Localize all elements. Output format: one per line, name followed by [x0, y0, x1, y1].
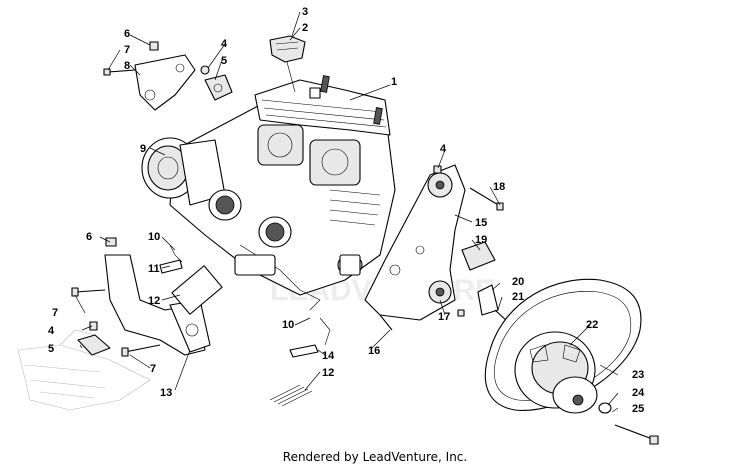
callout-14: 14: [322, 350, 335, 362]
callout-20: 20: [512, 276, 524, 288]
callout-5: 5: [221, 55, 227, 67]
callout-1: 1: [391, 76, 397, 88]
callout-7-dup-bottom: 7: [150, 363, 156, 375]
callout-2: 2: [302, 22, 308, 34]
lower-linkage: [289, 317, 331, 358]
callout-18: 18: [493, 181, 505, 193]
footer-credit: Rendered by LeadVenture, Inc.: [282, 450, 468, 464]
upper-spring: [171, 265, 223, 315]
callout-4-dup-lower: 4: [48, 325, 55, 337]
callout-21: 21: [512, 291, 524, 303]
callout-22: 22: [586, 319, 598, 331]
engine-assembly: [141, 75, 396, 311]
upper-mount-bracket: [103, 41, 196, 111]
callout-9: 9: [140, 143, 146, 155]
mounting-plate: [364, 164, 504, 331]
callout-17: 17: [438, 311, 450, 323]
callout-7-dup-left: 7: [52, 307, 58, 319]
callout-12-dup-lower: 12: [322, 367, 334, 379]
callout-25: 25: [632, 403, 644, 415]
callout-19: 19: [475, 234, 487, 246]
callout-11: 11: [148, 263, 160, 275]
starter-handle: [269, 35, 306, 93]
callout-24: 24: [632, 387, 645, 399]
upper-engine-mount: [200, 65, 233, 101]
callout-15: 15: [475, 217, 487, 229]
callout-6-dup-lower: 6: [86, 231, 92, 243]
callout-7: 7: [124, 44, 130, 56]
callout-6: 6: [124, 28, 130, 40]
lower-spring: [269, 384, 313, 407]
callout-13: 13: [160, 387, 172, 399]
callout-16: 16: [368, 345, 380, 357]
callout-5-dup-lower: 5: [48, 343, 54, 355]
callout-10-dup-lower: 10: [282, 319, 294, 331]
frame-sketch: [17, 329, 151, 411]
callout-23: 23: [632, 369, 644, 381]
callout-labels: 1 2 3 4 5 6 7 8 9 10 11 12 13 14 15 16 1…: [48, 6, 645, 415]
callout-3: 3: [302, 6, 308, 18]
callout-8: 8: [124, 60, 130, 72]
front-mount-bracket: [71, 237, 211, 357]
callout-12: 12: [148, 295, 160, 307]
clutch-bolt: [598, 402, 659, 445]
callout-4: 4: [221, 38, 228, 50]
plate-bracket: [461, 241, 496, 271]
upper-linkage: [159, 244, 183, 274]
callout-4-dup-plate: 4: [440, 143, 447, 155]
leader-lines: [74, 11, 619, 413]
callout-10: 10: [148, 231, 160, 243]
drive-clutch: [514, 331, 598, 414]
